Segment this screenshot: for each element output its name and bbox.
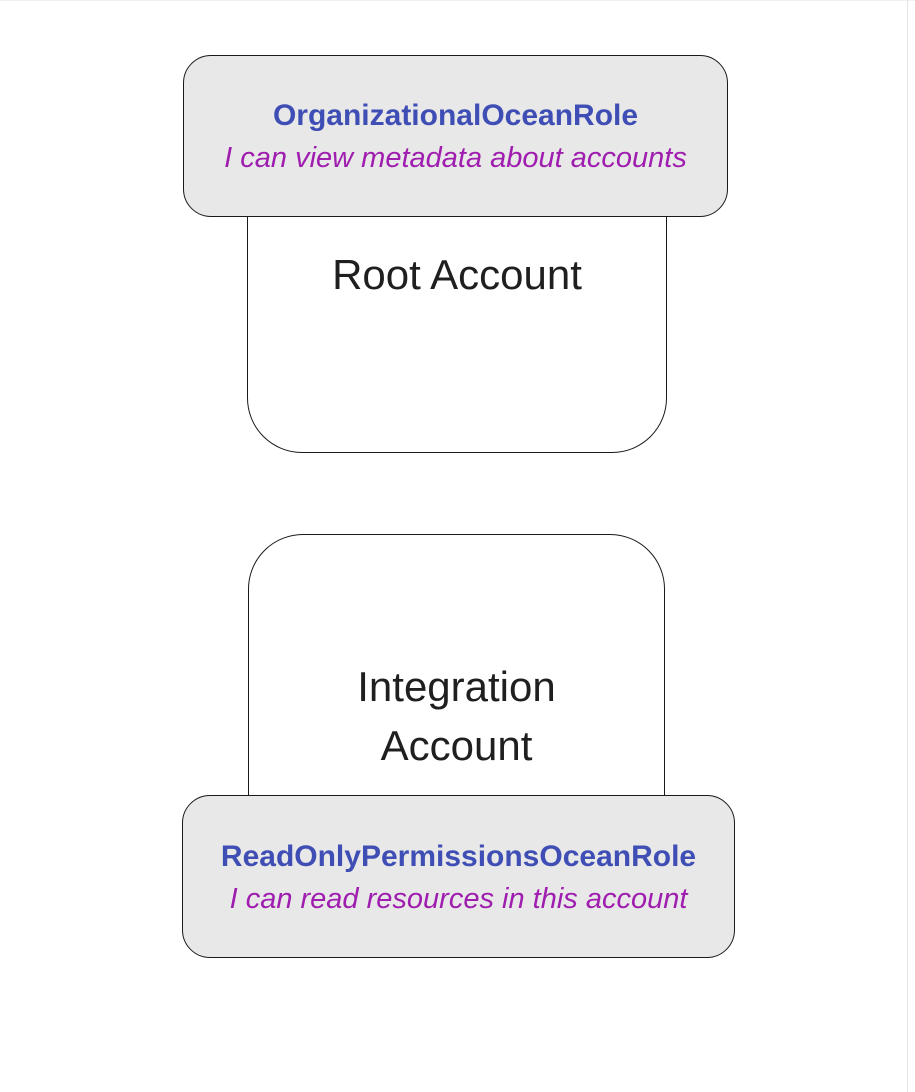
- account-label-line: Root Account: [332, 251, 582, 298]
- account-label-integration: Integration Account: [248, 657, 665, 775]
- account-label-root: Root Account: [247, 245, 667, 304]
- role-title: ReadOnlyPermissionsOceanRole: [220, 839, 697, 873]
- viewport-top-hairline: [0, 0, 915, 1]
- account-label-line: Account: [380, 722, 533, 769]
- role-badge-organizational-ocean-role: OrganizationalOceanRole I can view metad…: [183, 55, 728, 217]
- role-badge-readonly-permissions-ocean-role: ReadOnlyPermissionsOceanRole I can read …: [182, 795, 735, 958]
- account-label-line: Integration: [357, 663, 556, 710]
- role-description: I can read resources in this account: [229, 882, 688, 915]
- viewport-right-hairline: [907, 0, 908, 1092]
- role-description: I can view metadata about accounts: [224, 142, 687, 174]
- role-title: OrganizationalOceanRole: [272, 99, 639, 132]
